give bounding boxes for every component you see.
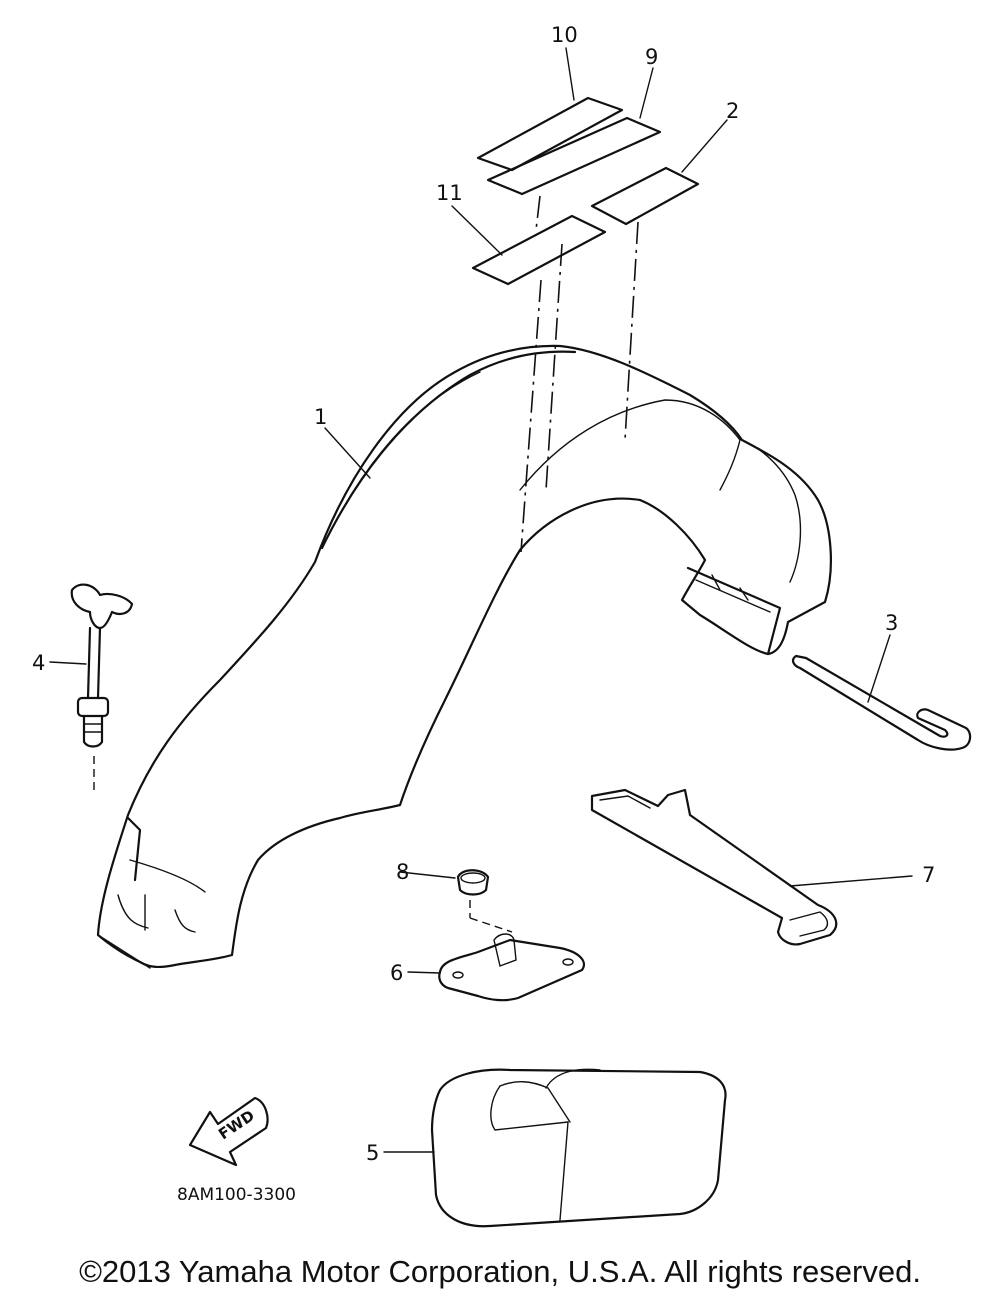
diagram-code: 8AM100-3300 (177, 1185, 296, 1205)
decal-10 (476, 96, 624, 172)
callout-10: 10 (551, 23, 578, 47)
tool-bag (430, 1068, 727, 1228)
bracket-strap (590, 788, 838, 946)
copyright-notice: ©2013 Yamaha Motor Corporation, U.S.A. A… (79, 1254, 921, 1289)
callout-11: 11 (436, 181, 463, 205)
fwd-arrow-icon: FWD (188, 1096, 269, 1167)
rod (791, 654, 972, 751)
decal-2 (590, 166, 700, 226)
rear-fender (96, 344, 832, 969)
callout-9: 9 (645, 45, 658, 69)
decal-11 (471, 214, 607, 286)
alignment-lines (520, 195, 639, 553)
callout-7: 7 (922, 863, 935, 887)
leader-lines (49, 47, 913, 1153)
callout-8: 8 (396, 860, 409, 884)
callout-4: 4 (32, 651, 45, 675)
plate (438, 933, 586, 1002)
callout-6: 6 (390, 961, 403, 985)
grommet (456, 869, 513, 933)
callout-2: 2 (726, 99, 739, 123)
callout-1: 1 (314, 405, 327, 429)
callout-5: 5 (366, 1141, 379, 1165)
wing-bolt (70, 583, 134, 790)
callout-numbers: 10 9 2 11 1 3 4 8 7 6 5 (32, 23, 935, 1165)
callout-3: 3 (885, 611, 898, 635)
decal-9 (486, 116, 662, 196)
